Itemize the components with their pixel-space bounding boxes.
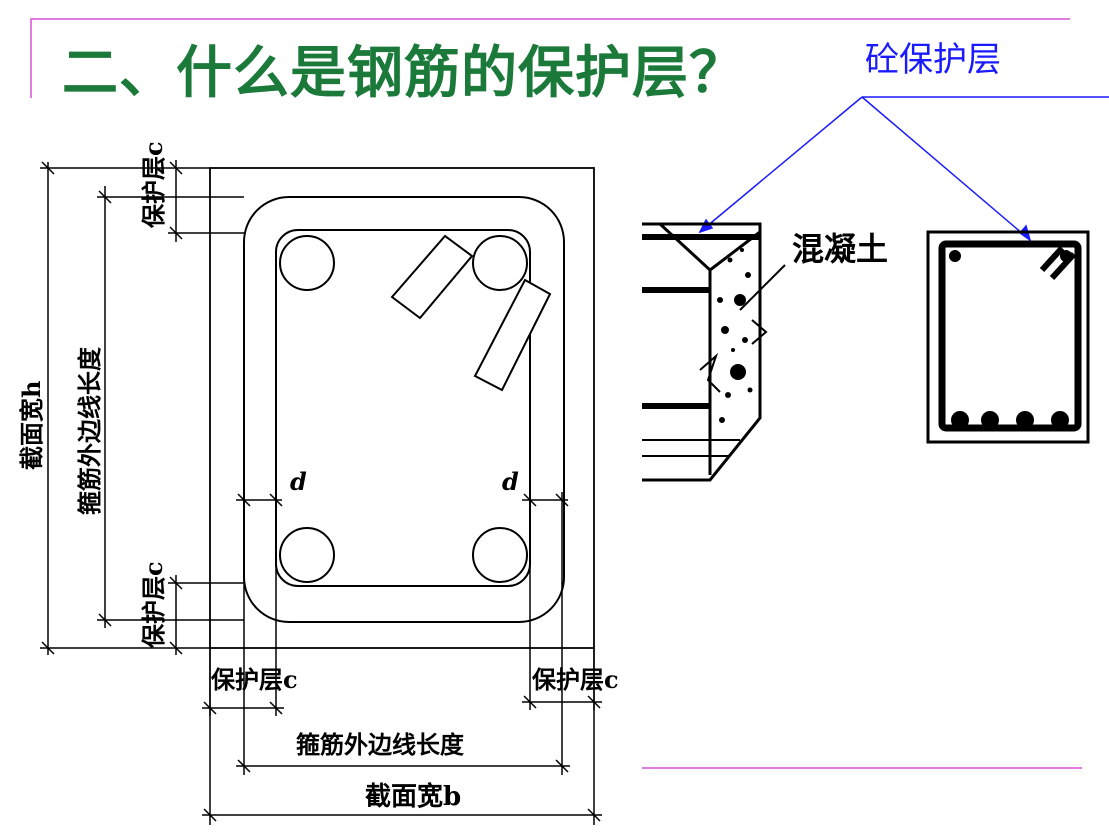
stirrup-outer (243, 196, 565, 623)
horizontal-dimensions (202, 492, 602, 825)
section-width-label: 截面宽b (365, 781, 461, 812)
bar-diameter-left-label: d (290, 467, 307, 496)
cover-top-label: 保护层c (139, 141, 168, 229)
cover-right-label: 保护层c (531, 665, 619, 694)
callout-arrows (698, 96, 1109, 242)
rebar-bottom-left (279, 527, 335, 583)
stirrup-inner (275, 229, 531, 587)
frame-left-line (30, 18, 32, 98)
small-cross-section (926, 230, 1090, 444)
section-height-label: 截面宽h (17, 381, 46, 470)
cover-left-label: 保护层c (210, 665, 298, 694)
bar-diameter-right-label: d (502, 467, 519, 496)
section-diagram (209, 167, 595, 649)
callout-label: 砼保护层 (865, 40, 1001, 80)
cover-bottom-label: 保护层c (139, 561, 168, 649)
rebar-bottom-right (472, 527, 528, 583)
stirrup-length-vertical-label: 箍筋外边线长度 (75, 346, 104, 515)
frame-bottom-line (642, 767, 1082, 769)
concrete-aggregate-dots (717, 248, 753, 423)
rebar-top-right (472, 235, 528, 291)
arrowhead-left (698, 218, 714, 234)
small-cross-section-bars (949, 250, 1072, 429)
frame-top-line (30, 18, 1070, 20)
rebar-top-left (279, 235, 335, 291)
beam-perspective (642, 222, 786, 482)
stirrup-length-horizontal-label: 箍筋外边线长度 (296, 730, 465, 759)
concrete-label: 混凝土 (792, 230, 888, 268)
slide-title: 二、什么是钢筋的保护层？ (62, 40, 746, 106)
vertical-dimensions (40, 160, 244, 655)
stirrup-hook-2 (473, 278, 552, 392)
stirrup-hook-1 (390, 234, 474, 320)
concrete-section-outline (209, 167, 595, 649)
